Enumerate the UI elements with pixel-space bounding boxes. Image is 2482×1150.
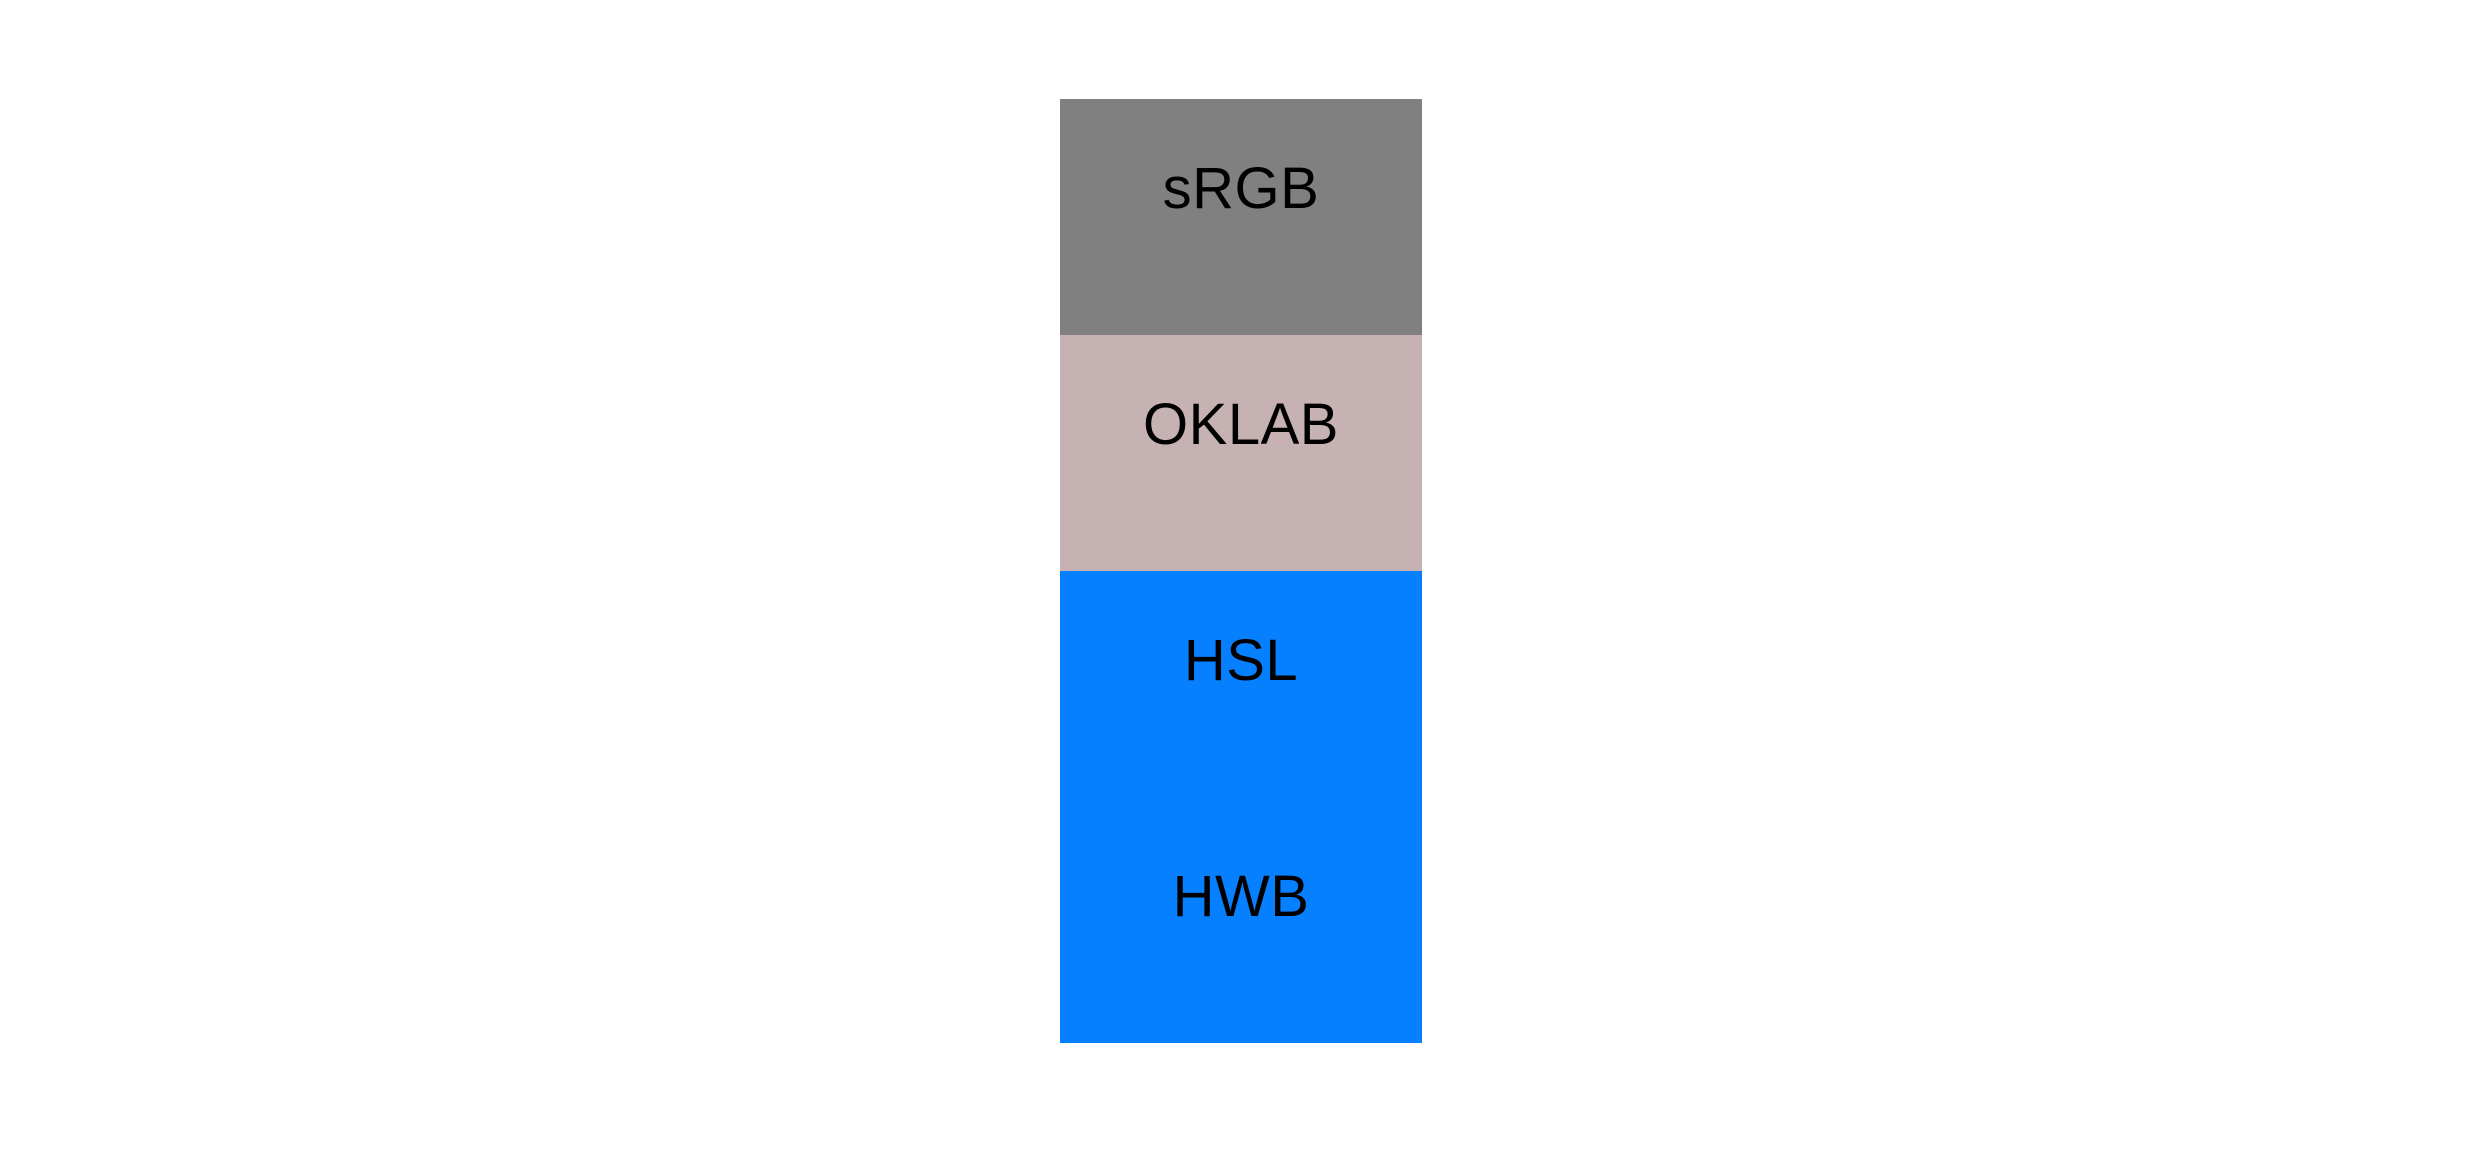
swatch-label-oklab: OKLAB bbox=[1143, 391, 1339, 457]
swatch-label-hwb: HWB bbox=[1172, 863, 1310, 929]
swatch-label-srgb: sRGB bbox=[1162, 155, 1320, 221]
swatch-hsl: HSL bbox=[1060, 571, 1422, 807]
swatch-oklab: OKLAB bbox=[1060, 335, 1422, 571]
color-space-swatch-stack: sRGB OKLAB HSL HWB bbox=[1060, 99, 1422, 1043]
swatch-label-hsl: HSL bbox=[1183, 627, 1299, 693]
swatch-hwb: HWB bbox=[1060, 807, 1422, 1043]
swatch-srgb: sRGB bbox=[1060, 99, 1422, 335]
